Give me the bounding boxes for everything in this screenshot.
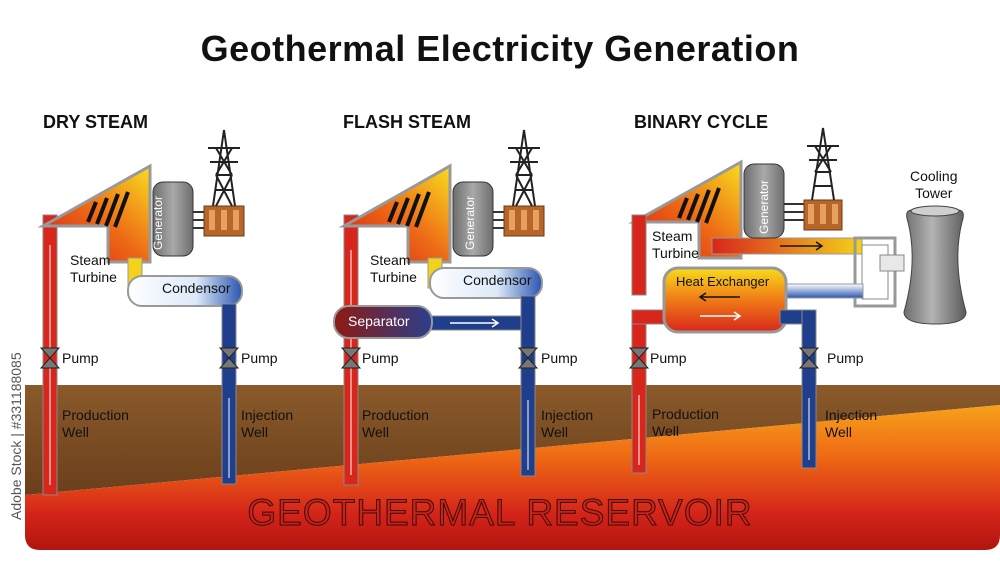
page-title: Geothermal Electricity Generation: [200, 28, 800, 69]
dry-pump-right-label: Pump: [241, 350, 278, 366]
geothermal-reservoir: [25, 405, 1000, 550]
ground-layer: [25, 385, 1000, 495]
flash-steam-plant: [333, 129, 545, 486]
binary-heat-exchanger-label: Heat Exchanger: [676, 274, 770, 289]
flash-injection-well-label: Injection Well: [541, 407, 594, 440]
binary-cycle-heading: BINARY CYCLE: [634, 112, 769, 132]
dry-pump-left-label: Pump: [62, 350, 99, 366]
dry-condenser-label: Condensor: [162, 280, 231, 296]
dry-steam-turbine: [37, 163, 152, 264]
flash-pump-right-label: Pump: [541, 350, 578, 366]
binary-production-well-label: Production Well: [652, 406, 719, 439]
dry-turbine-label: Steam Turbine: [70, 252, 117, 285]
dry-injection-well-label: Injection Well: [241, 407, 294, 440]
binary-pump-right-label: Pump: [827, 350, 864, 366]
flash-steam-heading: FLASH STEAM: [343, 112, 471, 132]
binary-generator: [743, 163, 785, 239]
dry-production-well-label: Production Well: [62, 407, 129, 440]
binary-turbine-label: Steam Turbine: [652, 228, 699, 261]
dry-power-pylon: [208, 129, 240, 207]
binary-heat-exchanger: [662, 266, 788, 334]
binary-injection-well-label: Injection Well: [825, 407, 878, 440]
dry-condenser: [127, 275, 243, 307]
flash-turbine-label: Steam Turbine: [370, 252, 417, 285]
binary-power-pylon: [807, 127, 839, 201]
reservoir-label: GEOTHERMAL RESERVOIR: [247, 492, 753, 534]
binary-steam-turbine: [628, 159, 743, 260]
flash-separator: [333, 305, 433, 339]
flash-generator-label: Generator: [463, 195, 477, 250]
flash-production-well-label: Production Well: [362, 407, 429, 440]
binary-generator-label: Generator: [757, 179, 771, 234]
flash-power-pylon: [508, 129, 540, 207]
binary-cycle-plant: [628, 127, 967, 474]
flash-pump-left-label: Pump: [362, 350, 399, 366]
binary-pump-left-label: Pump: [650, 350, 687, 366]
flash-condenser-label: Condensor: [463, 272, 532, 288]
cooling-tower-label: Cooling Tower: [910, 168, 958, 201]
dry-generator-label: Generator: [151, 195, 165, 250]
dry-steam-heading: DRY STEAM: [43, 112, 149, 132]
flash-separator-label: Separator: [348, 313, 410, 329]
flash-steam-turbine: [338, 163, 452, 264]
flash-condenser: [429, 267, 543, 299]
stock-watermark: Adobe Stock | #331188085: [8, 352, 24, 520]
dry-steam-plant: [37, 129, 245, 496]
cooling-tower: [903, 209, 967, 325]
